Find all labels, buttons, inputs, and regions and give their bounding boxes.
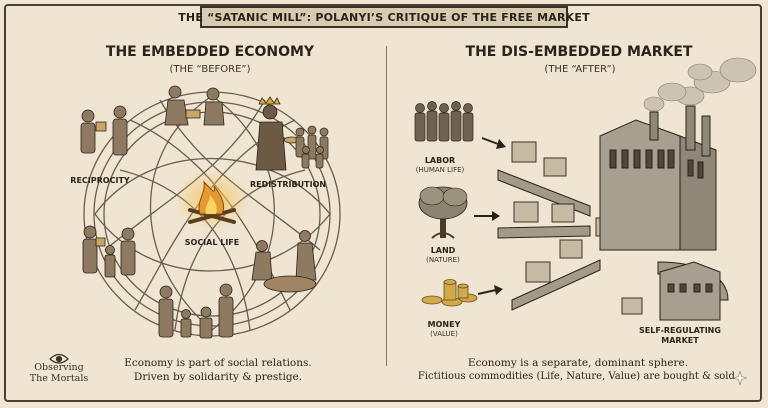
label-redistribution: REDISTRIBUTION [249,180,327,189]
arrows [474,137,506,295]
people-harvest-icon [251,230,317,293]
brand-logo-line-1: Observing [34,362,84,373]
tree-icon [418,186,468,239]
label-land: LAND [430,246,456,255]
left-caption-line-1: Economy is part of social relations. [124,357,312,369]
smoke-icon [643,57,757,112]
label-reciprocity: RECIPROCITY [70,176,130,185]
right-panel-title: THE DIS-EMBEDDED MARKET [465,44,693,60]
label-land-sub: (NATURE) [426,256,460,264]
people-redistribution-icon [295,125,329,169]
label-social-life: SOCIAL LIFE [184,238,240,247]
warehouse-icon [659,261,721,321]
label-money-sub: (VALUE) [430,330,458,338]
people-reciprocity-icon [80,105,128,156]
right-panel-subtitle: (THE “AFTER”) [544,64,616,75]
people-left-icon [82,225,136,278]
right-caption-line-1: Economy is a separate, dominant sphere. [467,357,689,369]
left-caption-line-2: Driven by solidarity & prestige. [133,371,303,383]
right-caption-line-2: Fictitious commodities (Life, Nature, Va… [417,371,739,382]
factory-icon [599,105,717,251]
sparkle-icon [733,371,747,385]
left-panel-title: THE EMBEDDED ECONOMY [105,44,315,60]
label-money: MONEY [427,320,461,329]
coins-icon [421,279,478,307]
label-market-line-2: MARKET [661,336,699,345]
label-labor: LABOR [424,156,456,165]
label-labor-sub: (HUMAN LIFE) [415,166,465,174]
brand-logo-line-2: The Mortals [29,373,89,384]
brand-logo: Observing The Mortals [28,348,90,384]
outer-frame [4,4,762,402]
label-market-line-1: SELF-REGULATING [639,326,721,335]
panel-divider [386,46,387,366]
eye-icon [49,353,69,364]
campfire-icon [174,170,250,230]
people-top-icon [164,85,225,126]
people-bottom-icon [158,283,234,339]
workers-group-icon [414,101,474,142]
page-title: THE “SATANIC MILL”: POLANYI’S CRITIQUE O… [178,6,590,28]
left-panel-subtitle: (THE “BEFORE”) [169,64,251,75]
